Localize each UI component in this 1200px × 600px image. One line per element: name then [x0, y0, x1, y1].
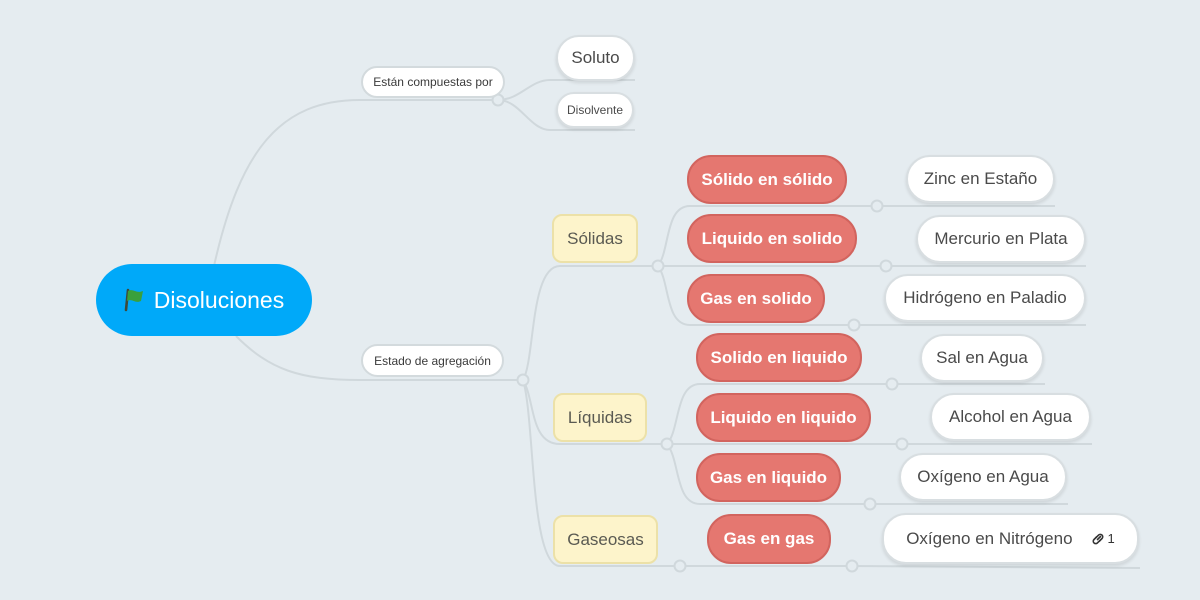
node-soluto[interactable]: Soluto — [556, 35, 635, 81]
type-gas-en-gas[interactable]: Gas en gas — [707, 514, 831, 564]
branch-label-aggregation-state[interactable]: Estado de agregación — [361, 344, 504, 377]
type-gas-en-liquido[interactable]: Gas en liquido — [696, 453, 841, 502]
link-count: 1 — [1107, 531, 1115, 546]
example-oxigeno-en-nitrogeno[interactable]: Oxígeno en Nitrógeno 1 — [882, 513, 1139, 564]
category-solidas[interactable]: Sólidas — [552, 214, 638, 263]
example-mercurio-en-plata[interactable]: Mercurio en Plata — [916, 215, 1086, 263]
link-badge[interactable]: 1 — [1091, 531, 1115, 546]
green-flag-icon — [124, 288, 146, 312]
type-liquido-en-solido[interactable]: Liquido en solido — [687, 214, 857, 263]
branch-label-composition[interactable]: Están compuestas por — [361, 66, 505, 98]
example-zinc-en-estano[interactable]: Zinc en Estaño — [906, 155, 1055, 203]
example-oxigeno-en-agua[interactable]: Oxígeno en Agua — [899, 453, 1067, 501]
category-liquidas[interactable]: Líquidas — [553, 393, 647, 442]
link-icon — [1092, 533, 1103, 544]
example-alcohol-en-agua[interactable]: Alcohol en Agua — [930, 393, 1091, 441]
type-gas-en-solido[interactable]: Gas en solido — [687, 274, 825, 323]
root-label: Disoluciones — [153, 286, 285, 313]
category-gaseosas[interactable]: Gaseosas — [553, 515, 658, 564]
example-sal-en-agua[interactable]: Sal en Agua — [920, 334, 1044, 382]
type-solido-en-solido[interactable]: Sólido en sólido — [687, 155, 847, 204]
example-label: Oxígeno en Nitrógeno — [906, 528, 1073, 548]
root-node[interactable]: Disoluciones — [96, 264, 312, 336]
node-disolvente[interactable]: Disolvente — [556, 92, 634, 128]
example-hidrogeno-en-paladio[interactable]: Hidrógeno en Paladio — [884, 274, 1086, 322]
type-liquido-en-liquido[interactable]: Liquido en liquido — [696, 393, 871, 442]
type-solido-en-liquido[interactable]: Solido en liquido — [696, 333, 862, 382]
